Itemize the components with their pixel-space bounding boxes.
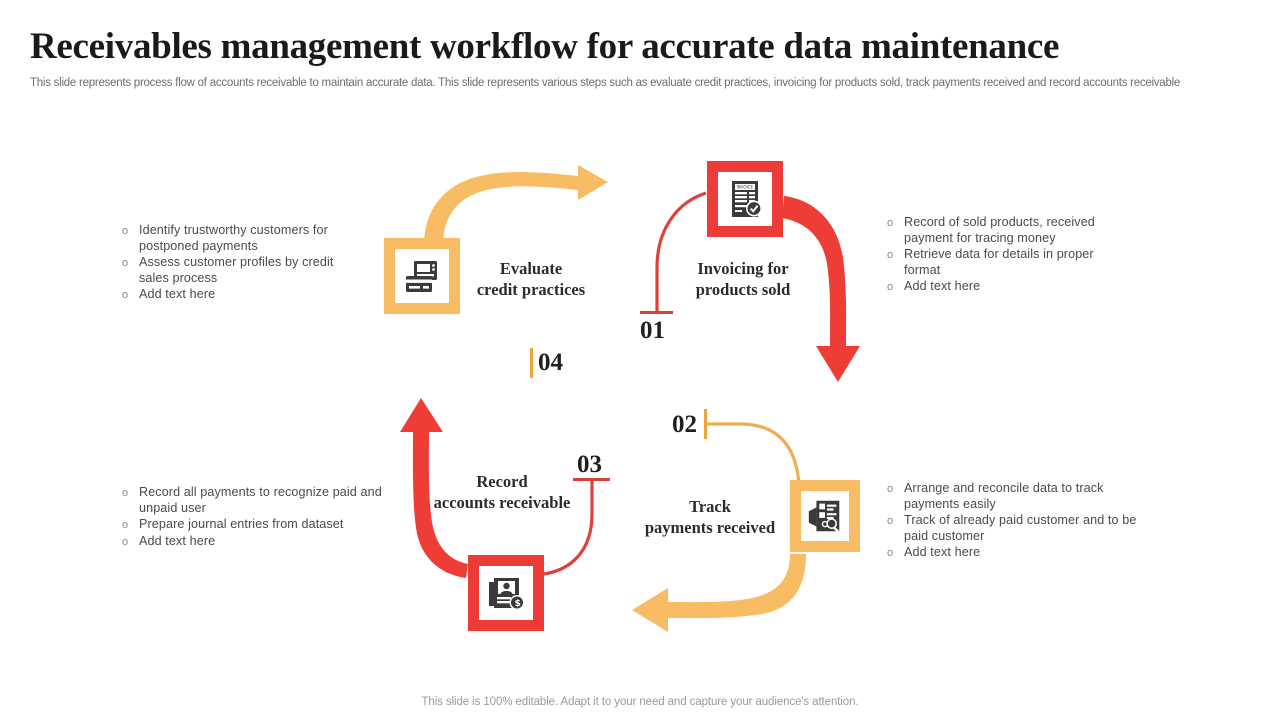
bullet-marker-icon: o bbox=[887, 217, 894, 229]
bullet-marker-icon: o bbox=[122, 487, 129, 499]
bullet-list-record: o Record all payments to recognize paid … bbox=[122, 485, 382, 551]
bullet-marker-icon: o bbox=[122, 519, 129, 531]
page-subtitle: This slide represents process flow of ac… bbox=[30, 77, 1181, 89]
list-item: o Arrange and reconcile data to track pa… bbox=[887, 481, 1147, 512]
list-item: o Prepare journal entries from dataset bbox=[122, 517, 382, 533]
step-number-04: 04 bbox=[538, 349, 563, 376]
step-label-evaluate-line1: Evaluate bbox=[499, 259, 563, 278]
list-item: o Add text here bbox=[887, 279, 1117, 295]
list-item-label: Retrieve data for details in proper form… bbox=[904, 247, 1094, 277]
arrow-track-to-record bbox=[632, 554, 806, 632]
list-item: o Assess customer profiles by credit sal… bbox=[122, 255, 362, 286]
credit-card-terminal-icon bbox=[401, 255, 443, 297]
step-label-track-line2: payments received bbox=[644, 518, 776, 537]
list-item: o Add text here bbox=[122, 287, 362, 303]
step-number-01: 01 bbox=[640, 317, 665, 344]
invoice-check-icon: INVOICE bbox=[724, 178, 766, 220]
step-label-evaluate: Evaluate credit practices bbox=[455, 258, 607, 300]
step-icon-box-record[interactable]: $ bbox=[468, 555, 544, 631]
bullet-marker-icon: o bbox=[122, 257, 129, 269]
list-item-label: Add text here bbox=[139, 534, 216, 548]
list-item-label: Identify trustworthy customers for postp… bbox=[139, 223, 328, 253]
svg-text:INVOICE: INVOICE bbox=[737, 185, 754, 190]
step-label-invoicing-line2: products sold bbox=[695, 280, 791, 299]
bullet-marker-icon: o bbox=[887, 249, 894, 261]
connector-03 bbox=[543, 480, 594, 576]
step-label-record-line2: accounts receivable bbox=[433, 493, 571, 512]
step-label-track-line1: Track bbox=[689, 497, 731, 516]
connector-01 bbox=[655, 191, 707, 312]
list-item-label: Add text here bbox=[904, 279, 981, 293]
step-label-invoicing-line1: Invoicing for bbox=[697, 259, 789, 278]
list-item: o Identify trustworthy customers for pos… bbox=[122, 223, 362, 254]
footer-note: This slide is 100% editable. Adapt it to… bbox=[421, 696, 859, 708]
list-item-label: Record of sold products, received paymen… bbox=[904, 215, 1095, 245]
list-item-label: Prepare journal entries from dataset bbox=[139, 517, 344, 531]
step-label-evaluate-line2: credit practices bbox=[476, 280, 586, 299]
bullet-list-invoicing: o Record of sold products, received paym… bbox=[887, 215, 1117, 296]
list-item-label: Record all payments to recognize paid an… bbox=[139, 485, 382, 515]
svg-text:$: $ bbox=[515, 599, 521, 609]
connector-02 bbox=[706, 422, 801, 485]
page-title: Receivables management workflow for accu… bbox=[30, 26, 1060, 67]
arrow-record-to-evaluate bbox=[400, 398, 468, 578]
list-item: o Track of already paid customer and to … bbox=[887, 513, 1147, 544]
arrow-evaluate-to-invoicing bbox=[424, 165, 608, 246]
step-icon-box-track[interactable] bbox=[790, 480, 860, 552]
step-label-invoicing: Invoicing for products sold bbox=[668, 258, 818, 300]
list-item-label: Add text here bbox=[904, 545, 981, 559]
step-label-record: Record accounts receivable bbox=[418, 471, 586, 513]
arrow-invoicing-to-track bbox=[782, 196, 860, 382]
list-item: o Add text here bbox=[887, 545, 1147, 561]
bullet-marker-icon: o bbox=[887, 547, 894, 559]
list-item: o Record of sold products, received paym… bbox=[887, 215, 1117, 246]
step-number-tick-02 bbox=[704, 409, 707, 439]
list-item-label: Arrange and reconcile data to track paym… bbox=[904, 481, 1104, 511]
list-item-label: Assess customer profiles by credit sales… bbox=[139, 255, 334, 285]
step-icon-box-invoicing[interactable]: INVOICE bbox=[707, 161, 783, 237]
customer-account-dollar-icon: $ bbox=[485, 572, 527, 614]
step-label-record-line1: Record bbox=[476, 472, 528, 491]
step-number-03: 03 bbox=[577, 451, 602, 478]
bullet-marker-icon: o bbox=[887, 483, 894, 495]
step-number-02: 02 bbox=[672, 411, 697, 438]
bullet-marker-icon: o bbox=[122, 536, 129, 548]
report-search-icon bbox=[805, 496, 845, 536]
bullet-marker-icon: o bbox=[887, 515, 894, 527]
bullet-marker-icon: o bbox=[122, 225, 129, 237]
step-icon-box-evaluate[interactable] bbox=[384, 238, 460, 314]
list-item: o Record all payments to recognize paid … bbox=[122, 485, 382, 516]
bullet-marker-icon: o bbox=[122, 289, 129, 301]
step-label-track: Track payments received bbox=[628, 496, 792, 538]
step-number-tick-03 bbox=[573, 478, 610, 481]
bullet-list-track: o Arrange and reconcile data to track pa… bbox=[887, 481, 1147, 562]
list-item: o Add text here bbox=[122, 534, 382, 550]
list-item-label: Add text here bbox=[139, 287, 216, 301]
step-number-tick-01 bbox=[640, 311, 673, 314]
list-item-label: Track of already paid customer and to be… bbox=[904, 513, 1137, 543]
step-number-tick-04 bbox=[530, 348, 533, 378]
bullet-list-evaluate: o Identify trustworthy customers for pos… bbox=[122, 223, 362, 304]
list-item: o Retrieve data for details in proper fo… bbox=[887, 247, 1117, 278]
bullet-marker-icon: o bbox=[887, 281, 894, 293]
